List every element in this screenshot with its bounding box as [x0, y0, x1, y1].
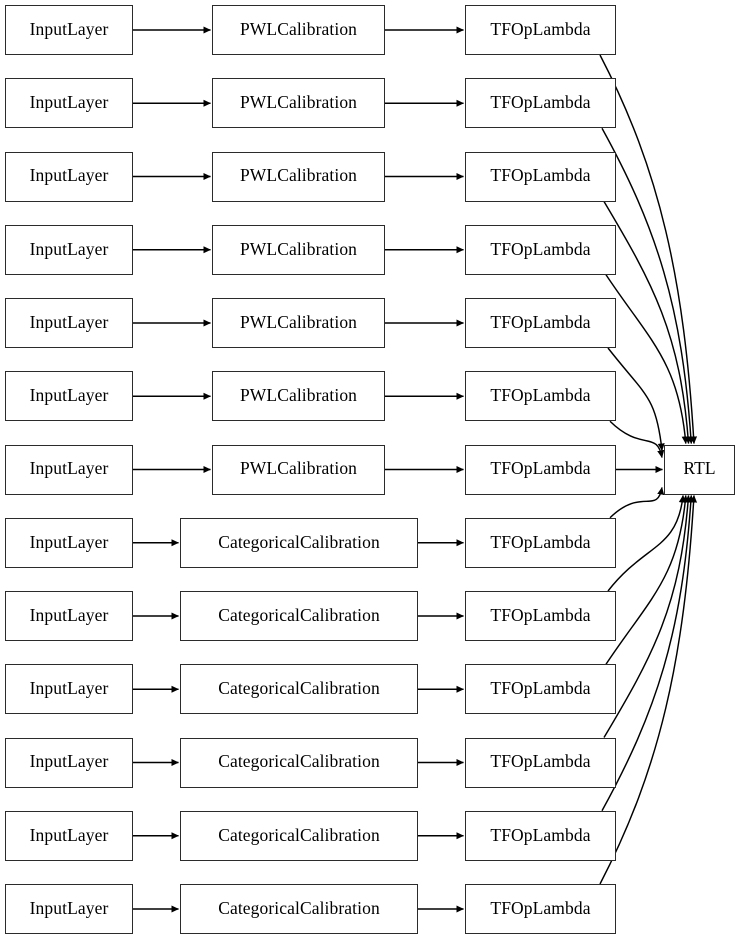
node-categorical-calibration-10[interactable]: CategoricalCalibration [180, 664, 418, 715]
node-input-layer-3-label: InputLayer [29, 165, 109, 186]
node-categorical-calibration-13[interactable]: CategoricalCalibration [180, 884, 418, 934]
node-input-layer-7[interactable]: InputLayer [5, 444, 133, 495]
node-tfop-lambda-2-label: TFOpLambda [490, 92, 591, 112]
node-categorical-calibration-11[interactable]: CategoricalCalibration [180, 737, 418, 788]
node-input-layer-8-label: InputLayer [29, 531, 109, 552]
node-tfop-lambda-12-label: TFOpLambda [490, 824, 591, 845]
node-categorical-calibration-9[interactable]: CategoricalCalibration [180, 591, 418, 641]
node-input-layer-11[interactable]: InputLayer [5, 737, 133, 788]
node-pwl-calibration-4[interactable]: PWLCalibration [212, 224, 385, 275]
node-pwl-calibration-5-label: PWLCalibration [239, 311, 358, 332]
node-input-layer-6[interactable]: InputLayer [5, 371, 133, 422]
edge-lambda-to-rtl-9 [607, 495, 686, 592]
node-input-layer-5[interactable]: InputLayer [5, 298, 133, 348]
node-tfop-lambda-3-label: TFOpLambda [490, 165, 591, 186]
edge-lambda-to-rtl-6 [609, 420, 665, 458]
node-categorical-calibration-12[interactable]: CategoricalCalibration [180, 810, 418, 861]
node-tfop-lambda-4-label: TFOpLambda [490, 238, 591, 259]
node-tfop-lambda-11[interactable]: TFOpLambda [465, 737, 616, 788]
node-input-layer-1-label: InputLayer [29, 18, 109, 39]
node-pwl-calibration-6-label: PWLCalibration [239, 385, 358, 405]
node-tfop-lambda-11-label: TFOpLambda [490, 751, 591, 772]
node-input-layer-4[interactable]: InputLayer [5, 224, 133, 275]
node-input-layer-2[interactable]: InputLayer [5, 78, 133, 129]
edge-lambda-to-rtl-11 [603, 495, 692, 738]
node-tfop-lambda-13[interactable]: TFOpLambda [465, 884, 616, 934]
node-input-layer-5-label: InputLayer [29, 311, 109, 332]
node-pwl-calibration-1-label: PWLCalibration [239, 18, 358, 39]
node-categorical-calibration-11-label: CategoricalCalibration [218, 751, 380, 772]
node-tfop-lambda-8-label: TFOpLambda [490, 531, 591, 552]
node-pwl-calibration-4-label: PWLCalibration [239, 238, 358, 259]
node-pwl-calibration-3-label: PWLCalibration [239, 165, 358, 186]
node-tfop-lambda-2[interactable]: TFOpLambda [465, 78, 616, 129]
node-tfop-lambda-10-label: TFOpLambda [490, 678, 591, 698]
node-tfop-lambda-1[interactable]: TFOpLambda [465, 5, 616, 55]
node-input-layer-13-label: InputLayer [29, 897, 109, 918]
node-categorical-calibration-9-label: CategoricalCalibration [218, 604, 380, 625]
node-tfop-lambda-7-label: TFOpLambda [490, 458, 591, 479]
node-pwl-calibration-5[interactable]: PWLCalibration [212, 298, 385, 348]
node-tfop-lambda-5-label: TFOpLambda [490, 311, 591, 332]
node-pwl-calibration-3[interactable]: PWLCalibration [212, 151, 385, 202]
node-tfop-lambda-6[interactable]: TFOpLambda [465, 371, 616, 422]
node-categorical-calibration-8[interactable]: CategoricalCalibration [180, 517, 418, 568]
node-input-layer-12-label: InputLayer [29, 824, 109, 845]
node-pwl-calibration-7[interactable]: PWLCalibration [212, 444, 385, 495]
node-input-layer-13[interactable]: InputLayer [5, 884, 133, 934]
node-input-layer-10-label: InputLayer [29, 678, 109, 698]
node-pwl-calibration-1[interactable]: PWLCalibration [212, 5, 385, 55]
edge-lambda-to-rtl-4 [605, 274, 689, 444]
node-categorical-calibration-8-label: CategoricalCalibration [218, 531, 380, 552]
node-pwl-calibration-2-label: PWLCalibration [239, 92, 358, 112]
edge-lambda-to-rtl-5 [607, 347, 665, 451]
edge-lambda-to-rtl-3 [603, 201, 692, 444]
node-input-layer-12[interactable]: InputLayer [5, 810, 133, 861]
node-tfop-lambda-9[interactable]: TFOpLambda [465, 591, 616, 641]
node-tfop-lambda-12[interactable]: TFOpLambda [465, 810, 616, 861]
node-rtl-label: RTL [683, 458, 716, 479]
node-input-layer-6-label: InputLayer [29, 385, 109, 405]
node-rtl[interactable]: RTL [664, 444, 735, 495]
node-tfop-lambda-3[interactable]: TFOpLambda [465, 151, 616, 202]
node-tfop-lambda-9-label: TFOpLambda [490, 604, 591, 625]
node-pwl-calibration-7-label: PWLCalibration [239, 458, 358, 479]
node-categorical-calibration-12-label: CategoricalCalibration [218, 824, 380, 845]
node-input-layer-2-label: InputLayer [29, 92, 109, 112]
node-input-layer-4-label: InputLayer [29, 238, 109, 259]
node-tfop-lambda-4[interactable]: TFOpLambda [465, 224, 616, 275]
node-input-layer-1[interactable]: InputLayer [5, 5, 133, 55]
node-input-layer-11-label: InputLayer [29, 751, 109, 772]
node-input-layer-8[interactable]: InputLayer [5, 517, 133, 568]
node-tfop-lambda-13-label: TFOpLambda [490, 897, 591, 918]
node-input-layer-3[interactable]: InputLayer [5, 151, 133, 202]
node-pwl-calibration-6[interactable]: PWLCalibration [212, 371, 385, 422]
node-tfop-lambda-7[interactable]: TFOpLambda [465, 444, 616, 495]
node-pwl-calibration-2[interactable]: PWLCalibration [212, 78, 385, 129]
node-tfop-lambda-1-label: TFOpLambda [490, 18, 591, 39]
edge-lambda-to-rtl-8 [609, 487, 665, 519]
node-input-layer-7-label: InputLayer [29, 458, 109, 479]
node-tfop-lambda-6-label: TFOpLambda [490, 385, 591, 405]
node-tfop-lambda-5[interactable]: TFOpLambda [465, 298, 616, 348]
node-input-layer-9-label: InputLayer [29, 604, 109, 625]
node-input-layer-10[interactable]: InputLayer [5, 664, 133, 715]
node-input-layer-9[interactable]: InputLayer [5, 591, 133, 641]
node-categorical-calibration-13-label: CategoricalCalibration [218, 897, 380, 918]
node-categorical-calibration-10-label: CategoricalCalibration [218, 678, 380, 698]
node-tfop-lambda-8[interactable]: TFOpLambda [465, 517, 616, 568]
node-tfop-lambda-10[interactable]: TFOpLambda [465, 664, 616, 715]
edge-lambda-to-rtl-10 [605, 495, 689, 665]
